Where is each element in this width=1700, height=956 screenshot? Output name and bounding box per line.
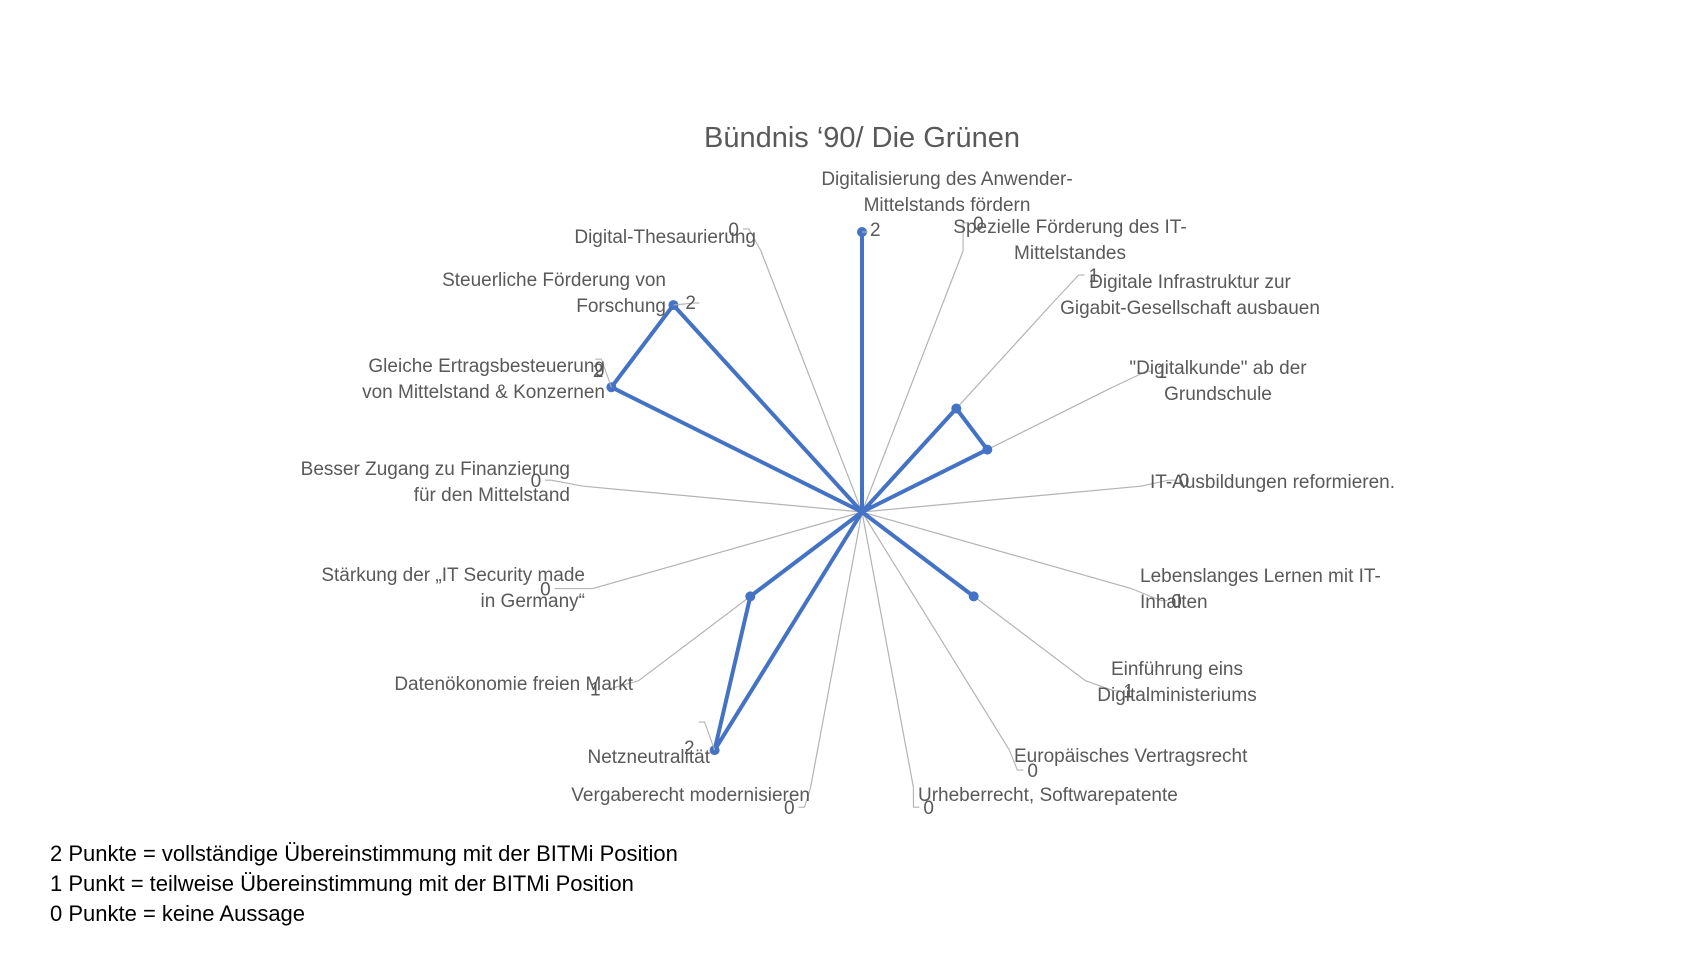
spoke-12 xyxy=(592,511,863,590)
value-label-5: 0 xyxy=(1171,592,1182,613)
leader-line-11 xyxy=(604,680,639,690)
leader-line-2 xyxy=(1050,274,1085,306)
value-label-11: 1 xyxy=(590,680,601,701)
value-labels: 2 0 1 1 0 0 1 0 0 0 2 1 0 0 2 2 0 xyxy=(531,214,1190,819)
category-label-4: IT-Ausbildungen reformieren. xyxy=(1150,472,1395,493)
value-label-8: 0 xyxy=(923,798,934,819)
scoring-legend: 2 Punkte = vollständige Übereinstimmung … xyxy=(50,839,678,929)
value-label-2: 1 xyxy=(1089,266,1100,287)
leader-line-1 xyxy=(962,222,970,251)
series-polygon xyxy=(609,230,990,753)
value-label-13: 0 xyxy=(531,471,542,492)
spoke-9 xyxy=(810,511,863,788)
spoke-4 xyxy=(861,485,1141,513)
category-label-0: Digitalisierung des Anwender-Mittelstand… xyxy=(821,169,1072,216)
spoke-16 xyxy=(760,250,863,513)
category-label-7: Europäisches Vertragsrecht xyxy=(1014,746,1248,767)
value-label-3: 1 xyxy=(1157,362,1168,383)
leader-line-8 xyxy=(912,787,920,808)
category-label-8: Urheberrecht, Softwarepatente xyxy=(918,785,1178,806)
label-leader-lines xyxy=(545,222,1175,808)
leader-line-16 xyxy=(742,228,762,252)
category-label-5: Lebenslanges Lernen mit IT-Inhalten xyxy=(1140,566,1381,613)
leader-line-4 xyxy=(1140,479,1175,487)
category-label-9: Vergaberecht modernisieren xyxy=(571,785,810,806)
legend-line-2-points: 2 Punkte = vollständige Übereinstimmung … xyxy=(50,841,678,866)
spoke-13 xyxy=(583,485,863,513)
data-point-2 xyxy=(951,403,962,414)
value-label-7: 0 xyxy=(1027,761,1038,782)
value-label-12: 0 xyxy=(540,580,551,601)
spoke-8 xyxy=(861,511,914,788)
category-label-16: Digital-Thesaurierung xyxy=(574,227,756,248)
category-label-10: Netzneutralität xyxy=(587,747,710,768)
value-label-6: 1 xyxy=(1123,682,1134,703)
value-label-0: 2 xyxy=(870,220,881,241)
leader-line-6 xyxy=(1085,680,1120,692)
data-point-6 xyxy=(968,591,979,602)
category-label-1: Spezielle Förderung des IT-Mittelstandes xyxy=(953,217,1186,264)
leader-line-15 xyxy=(673,302,700,306)
spoke-7 xyxy=(861,511,1010,751)
series-line xyxy=(609,230,990,753)
category-label-11: Datenökonomie freien Markt xyxy=(394,674,633,695)
leader-line-9 xyxy=(798,787,812,808)
legend-line-0-points: 0 Punkte = keine Aussage xyxy=(50,901,306,926)
spoke-5 xyxy=(861,511,1132,590)
value-label-16: 0 xyxy=(728,220,739,241)
spoke-1 xyxy=(861,250,964,513)
leader-line-10 xyxy=(698,721,716,751)
value-label-4: 0 xyxy=(1179,471,1190,492)
value-label-1: 0 xyxy=(973,214,984,235)
chart-title: Bündnis ‘90/ Die Grünen xyxy=(704,122,1020,154)
leader-line-13 xyxy=(545,479,584,487)
value-label-10: 2 xyxy=(684,738,695,759)
leader-line-14 xyxy=(595,358,612,388)
value-label-15: 2 xyxy=(685,293,696,314)
leader-line-5 xyxy=(1131,588,1168,602)
value-label-9: 0 xyxy=(784,798,795,819)
leader-line-7 xyxy=(1008,749,1024,771)
data-point-3 xyxy=(982,444,993,455)
legend-line-1-point: 1 Punkt = teilweise Übereinstimmung mit … xyxy=(50,871,634,896)
category-labels: Digitalisierung des Anwender-Mittelstand… xyxy=(301,169,1395,806)
data-point-11 xyxy=(745,591,756,602)
leader-line-3 xyxy=(1112,370,1153,388)
value-label-14: 2 xyxy=(593,361,604,382)
